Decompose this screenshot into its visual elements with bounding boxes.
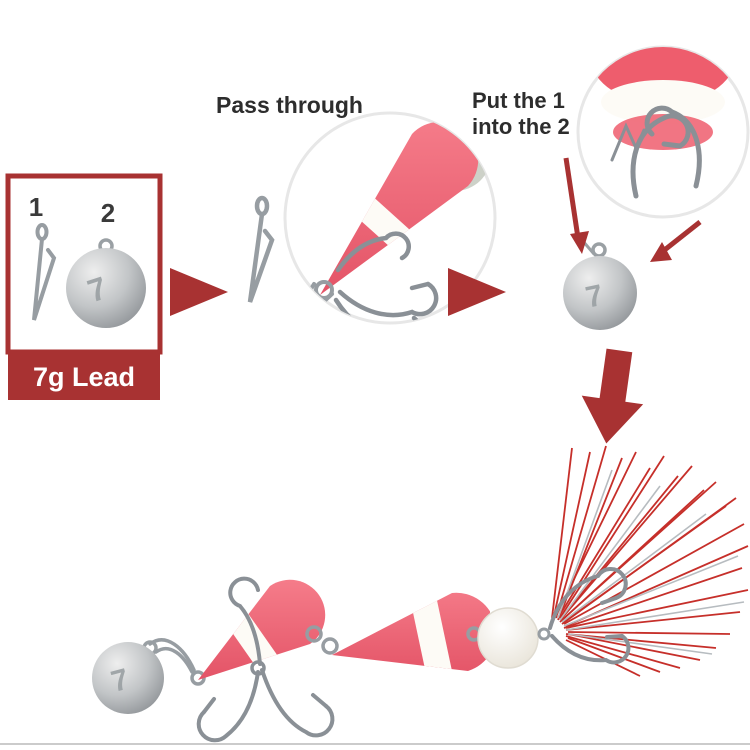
step2-label: Put the 1 into the 2 [472,88,570,139]
lure-segment-2 [332,592,490,671]
assembled-lure: 7 [92,445,749,743]
weight-banner [8,352,160,400]
bottom-divider [0,743,750,745]
lead-ball-item2: 7 [66,238,146,328]
zoom-inset-pass-through [283,111,497,325]
tinsel-skirt [551,445,749,677]
item1-number: 1 [29,192,43,222]
snap-clip-standalone [247,195,275,303]
lure-body-blur [591,47,735,104]
ball-eyelet [591,242,607,258]
lead-ball-middle: 7 [563,239,637,330]
connecting-clip [148,638,196,674]
weight-digit-middle: 7 [583,279,606,315]
treble-hook-tail [548,566,631,665]
item2-number: 2 [101,198,115,228]
treble-hook-segment1 [196,576,335,743]
tail-ring [537,627,551,641]
step-arrow-1 [170,268,228,316]
big-down-arrow [581,348,644,444]
pointer-arrows [563,157,702,262]
weight-banner-label: 7g Lead [33,362,135,392]
lure-white-band [601,80,725,124]
zoom-inset-hook [576,45,750,219]
step1-label: Pass through [216,92,363,118]
parts-box: 1 2 7 7g Lead [5,173,163,400]
treble-hook-detail [333,231,439,323]
white-foam-ball [477,607,539,669]
step-arrow-2 [448,268,506,316]
snap-clip-item1 [32,223,57,321]
lure-eyelet [314,280,334,300]
lead-ball-lure: 7 [92,640,164,714]
joint-rings [305,625,339,655]
tinsel-silver-strands [557,469,745,655]
hook-points-detail [610,105,702,199]
